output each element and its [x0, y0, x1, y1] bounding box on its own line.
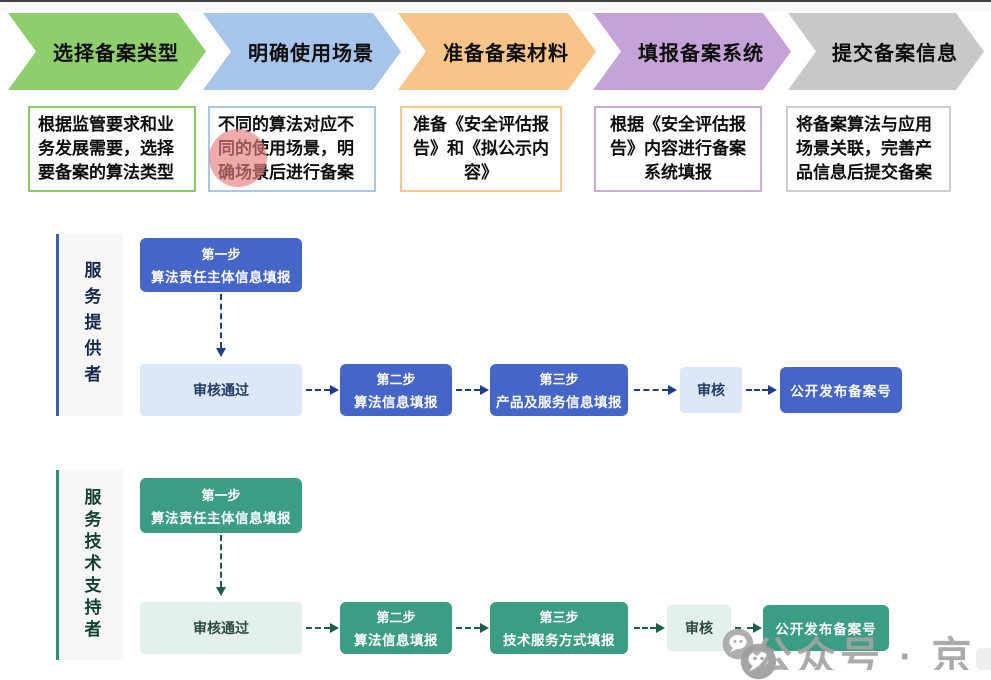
- supporter-review-pass-box: 审核通过: [140, 602, 302, 654]
- provider-step2-line2: 算法信息填报: [354, 395, 438, 410]
- step-desc-1: 根据监管要求和业务发展需要，选择要备案的算法类型: [28, 106, 196, 192]
- step-arrow-1: 选择备案类型: [8, 13, 206, 90]
- step-desc-4: 根据《安全评估报告》内容进行备案系统填报: [594, 106, 762, 192]
- step-arrow-3: 准备备案材料: [398, 13, 596, 90]
- provider-arrow-2: [456, 389, 480, 391]
- lane-provider-label-bg: [59, 234, 123, 416]
- supporter-step3-line1: 第三步: [539, 610, 579, 625]
- step-desc-3: 准备《安全评估报告》和《拟公示内容》: [400, 106, 562, 192]
- supporter-step1-box: 第一步 算法责任主体信息填报: [140, 478, 302, 533]
- supporter-review-pass-label: 审核通过: [193, 620, 249, 636]
- step-desc-4-text: 根据《安全评估报告》内容进行备案系统填报: [610, 114, 746, 183]
- watermark-text: 公众号 · 京: [752, 635, 976, 670]
- provider-review-pass-box: 审核通过: [140, 364, 302, 416]
- step-arrow-5: 提交备案信息: [788, 13, 984, 90]
- step-arrow-2: 明确使用场景: [203, 13, 401, 90]
- lane-provider-title: 服务提供者: [81, 261, 101, 391]
- supporter-publish-box: 公开发布备案号: [763, 605, 889, 651]
- supporter-step1-line1: 第一步: [201, 487, 241, 503]
- provider-step2-line1: 第二步: [376, 372, 416, 387]
- supporter-step3-box: 第三步 技术服务方式填报: [490, 602, 628, 654]
- provider-arrow-1-head-icon: [330, 385, 339, 395]
- step-arrow-4: 填报备案系统: [593, 13, 791, 90]
- top-strip: [0, 2, 991, 11]
- step-desc-3-text: 准备《安全评估报告》和《拟公示内容》: [413, 114, 549, 183]
- lane-provider-accent-line: [56, 234, 59, 416]
- supporter-step3-line2: 技术服务方式填报: [503, 633, 615, 648]
- supporter-review-box: 审核: [667, 605, 731, 651]
- supporter-step2-box: 第二步 算法信息填报: [340, 602, 452, 654]
- provider-review-label: 审核: [697, 382, 725, 398]
- provider-publish-box: 公开发布备案号: [780, 367, 902, 413]
- step-arrow-1-label: 选择备案类型: [53, 43, 179, 65]
- step-arrow-4-label: 填报备案系统: [638, 43, 764, 65]
- step-arrow-3-label: 准备备案材料: [443, 43, 569, 65]
- provider-arrow-2-head-icon: [480, 385, 489, 395]
- step-desc-1-text: 根据监管要求和业务发展需要，选择要备案的算法类型: [38, 114, 174, 183]
- lane-supporter-title: 服务技术支持者: [81, 488, 101, 642]
- provider-step3-box: 第三步 产品及服务信息填报: [490, 364, 628, 416]
- corner-fragment: [976, 648, 991, 670]
- supporter-arrow-down: [220, 535, 222, 587]
- provider-step3-line2: 产品及服务信息填报: [496, 395, 622, 410]
- provider-arrow-3-head-icon: [668, 385, 677, 395]
- provider-arrow-1: [306, 389, 330, 391]
- provider-step2-box: 第二步 算法信息填报: [340, 364, 452, 416]
- supporter-publish-label: 公开发布备案号: [775, 622, 877, 637]
- provider-step1-line1: 第一步: [201, 247, 241, 262]
- supporter-step2-line1: 第二步: [376, 610, 416, 625]
- supporter-step1-line2: 算法责任主体信息填报: [151, 510, 291, 526]
- supporter-arrow-down-head-icon: [216, 587, 226, 596]
- supporter-arrow-2: [456, 627, 480, 629]
- lane-supporter-label-bg: [59, 470, 123, 660]
- supporter-arrow-1-head-icon: [330, 623, 339, 633]
- supporter-arrow-3-head-icon: [656, 623, 665, 633]
- supporter-arrow-1: [306, 627, 330, 629]
- provider-review-box: 审核: [680, 367, 742, 413]
- supporter-arrow-3: [634, 627, 656, 629]
- step-desc-5: 将备案算法与应用场景关联，完善产品信息后提交备案: [786, 106, 951, 192]
- provider-arrow-down-head-icon: [216, 348, 226, 357]
- provider-arrow-4-head-icon: [768, 385, 777, 395]
- provider-publish-label: 公开发布备案号: [790, 384, 892, 399]
- supporter-arrow-4: [735, 627, 753, 629]
- provider-step3-line1: 第三步: [539, 372, 579, 387]
- provider-step1-line2: 算法责任主体信息填报: [151, 270, 291, 285]
- red-highlight-circle: [209, 129, 267, 187]
- step-arrow-2-label: 明确使用场景: [248, 43, 374, 65]
- supporter-step2-line2: 算法信息填报: [354, 633, 438, 648]
- window-top-border: [0, 0, 991, 2]
- provider-arrow-3: [634, 389, 668, 391]
- provider-review-pass-label: 审核通过: [193, 382, 249, 398]
- supporter-arrow-4-head-icon: [753, 623, 762, 633]
- provider-arrow-down: [220, 294, 222, 348]
- provider-arrow-4: [746, 389, 768, 391]
- step-desc-5-text: 将备案算法与应用场景关联，完善产品信息后提交备案: [796, 114, 932, 183]
- provider-step1-box: 第一步 算法责任主体信息填报: [140, 238, 302, 292]
- lane-supporter-accent-line: [56, 470, 59, 660]
- supporter-review-label: 审核: [685, 620, 713, 636]
- supporter-arrow-2-head-icon: [480, 623, 489, 633]
- step-arrow-5-label: 提交备案信息: [832, 43, 958, 65]
